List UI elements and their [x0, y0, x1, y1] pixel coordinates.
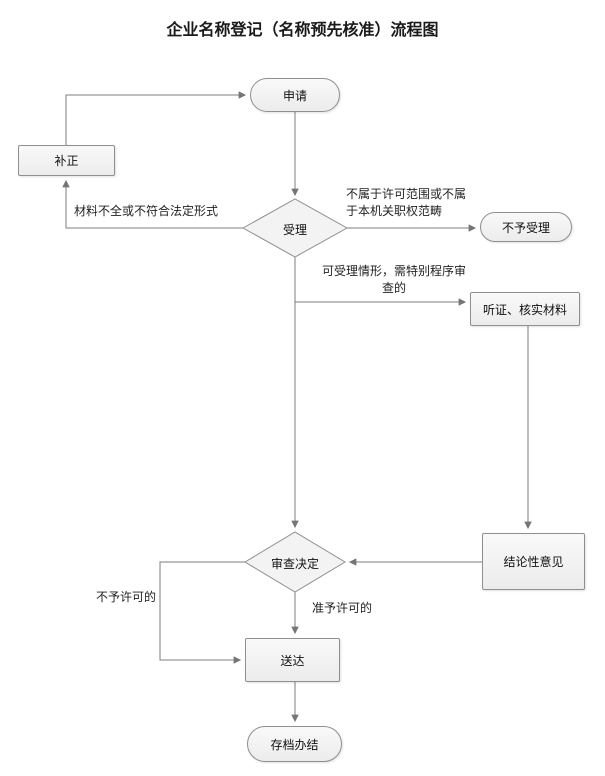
- node-hearing: 听证、核实材料: [470, 292, 580, 326]
- edge-correction-to-apply: [65, 91, 247, 145]
- edge-accept-to-correction: [62, 179, 243, 229]
- node-archive: 存档办结: [247, 726, 342, 762]
- edge-label-out-of-scope-line2: 于本机关职权范畴: [346, 204, 443, 218]
- diagram-title: 企业名称登记（名称预先核准）流程图: [166, 20, 439, 39]
- node-conclusion: 结论性意见: [482, 533, 585, 590]
- edge-label-special-procedure: 可受理情形，需特别程序审 查的: [318, 263, 470, 297]
- edge-review-notpermitted-to-delivery: [159, 561, 245, 664]
- node-review-label: 审查决定: [270, 557, 319, 571]
- diamond-review: [244, 531, 346, 593]
- edge-label-out-of-scope: 不属于许可范围或不属 于本机关职权范畴: [346, 186, 480, 220]
- node-apply: 申请: [250, 78, 340, 112]
- edge-label-special-procedure-line2: 查的: [381, 281, 406, 295]
- edge-label-not-permitted: 不予许可的: [96, 590, 157, 604]
- node-delivery: 送达: [245, 638, 340, 682]
- diamond-accept: [241, 198, 349, 258]
- node-not-accepted: 不予受理: [480, 212, 572, 242]
- edge-label-special-procedure-line1: 可受理情形，需特别程序审: [321, 264, 466, 278]
- edge-label-permitted: 准予许可的: [312, 601, 373, 615]
- node-correction: 补正: [18, 145, 115, 176]
- edge-label-incomplete: 材料不全或不符合法定形式: [74, 204, 219, 218]
- node-accept-label: 受理: [282, 223, 307, 237]
- edge-label-out-of-scope-line1: 不属于许可范围或不属: [346, 187, 467, 201]
